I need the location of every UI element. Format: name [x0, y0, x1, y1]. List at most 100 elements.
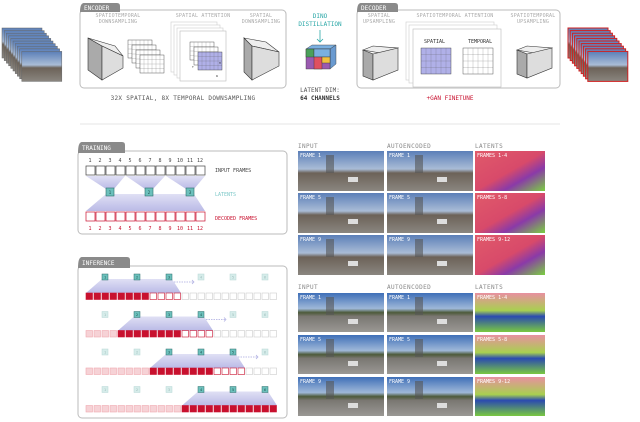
latent-box [133, 348, 141, 356]
input-frame-box [115, 165, 126, 176]
decoded-frame-box [253, 330, 261, 338]
frame-overlay-label: FRAME 5 [389, 195, 410, 201]
autoencoded-frame-image [387, 335, 473, 374]
decoded-frame-box [181, 330, 189, 338]
latent-box [261, 386, 269, 393]
frame-overlay-label: FRAMES 1-4 [477, 153, 507, 159]
decoder-stage3-label: SPATIOTEMPORAL [511, 13, 556, 19]
autoencoded-frame-image [387, 293, 473, 332]
latent-box [105, 187, 115, 197]
latent-box [165, 273, 173, 281]
input-frame-number: 7 [148, 158, 151, 164]
car-shape [348, 219, 358, 224]
decoded-frames-label: DECODED FRAMES [215, 216, 257, 222]
axis-w-label: W [216, 74, 218, 78]
decoded-frame-box [197, 292, 205, 300]
decoded-frame-box [181, 292, 189, 300]
decoded-frame-number: 5 [128, 226, 131, 232]
spatiotemporal-attention-block: SPATIAL TEMPORAL [405, 21, 502, 88]
decoded-frame-box [213, 330, 221, 338]
decoded-frame-box [197, 330, 205, 338]
input-frame-image [298, 335, 384, 374]
latent-box [229, 273, 237, 281]
building-shape [415, 339, 423, 357]
frame-overlay-label: FRAME 9 [300, 237, 321, 243]
decoded-frame-box [85, 405, 93, 413]
frame-overlay-label: FRAMES 9-12 [477, 379, 510, 385]
decoded-frame-box [125, 292, 133, 300]
car-shape [348, 403, 358, 408]
decoded-frame-box [145, 211, 156, 222]
latent-box [185, 187, 195, 197]
decoded-frame-box [229, 330, 237, 338]
decoded-frame-box [229, 405, 237, 413]
decoded-frame-box [189, 405, 197, 413]
autoencoded-frame-image [387, 151, 473, 191]
decoded-frame-box [205, 367, 213, 375]
decoded-frame-box [245, 292, 253, 300]
frame-overlay-label: FRAMES 1-4 [477, 295, 507, 301]
input-frame-number: 12 [197, 158, 203, 164]
decoded-frame-box [93, 367, 101, 375]
latent-box [229, 311, 237, 318]
latent-number: 4 [200, 351, 202, 355]
car-shape [437, 403, 447, 408]
building-shape [326, 339, 334, 357]
decoded-frame-box [157, 367, 165, 375]
latent-number: 5 [232, 276, 234, 280]
decoding-window [150, 354, 245, 368]
latent-number: 3 [168, 351, 170, 355]
frame-overlay-label: FRAMES 9-12 [477, 237, 510, 243]
latent-number: 4 [200, 313, 202, 317]
decoded-frame-number: 7 [148, 226, 151, 232]
latent-number: 1 [109, 190, 112, 195]
decoded-frame-box [157, 405, 165, 413]
axis-t-label: T [192, 65, 194, 69]
spatial-upsampling-block [361, 45, 400, 81]
decoded-frame-box [189, 330, 197, 338]
input-frame-number: 11 [187, 158, 193, 164]
input-frame-box [155, 165, 166, 176]
latent-cube [305, 44, 337, 70]
decoder-tab: DECODER [361, 5, 387, 12]
arrow-head-icon [191, 279, 195, 285]
decoded-frame-box [213, 292, 221, 300]
latent-box [133, 273, 141, 281]
latent-visualization [475, 335, 545, 374]
car-shape [437, 319, 447, 324]
input-frame-box [195, 165, 206, 176]
input-frame-box [185, 165, 196, 176]
decoded-frame-box [253, 367, 261, 375]
decoded-frame-box [141, 292, 149, 300]
decoded-frame-box [173, 330, 181, 338]
latent-number: 4 [200, 388, 202, 392]
decoded-frame-box [135, 211, 146, 222]
building-shape [415, 197, 423, 215]
frame-overlay-label: FRAME 1 [389, 153, 410, 159]
decoded-frame-box [155, 211, 166, 222]
input-frame-image [298, 235, 384, 275]
latent-number: 6 [264, 276, 266, 280]
autoencoded-frame-image [387, 235, 473, 275]
decoded-frame-box [85, 367, 93, 375]
spatial-attention-block: T H W [170, 21, 227, 82]
latent-number: 3 [189, 190, 192, 195]
decoded-frame-box [245, 405, 253, 413]
decoded-frame-box [181, 405, 189, 413]
input-frame-number: 5 [128, 158, 131, 164]
decoded-frame-box [237, 330, 245, 338]
decoded-frame-box [101, 405, 109, 413]
encoder-stage1-label: SPATIOTEMPORAL [96, 13, 141, 19]
frame-overlay-label: FRAME 5 [300, 195, 321, 201]
latent-box [229, 348, 237, 356]
decoded-frame-box [141, 330, 149, 338]
decoded-frame-box [109, 405, 117, 413]
decoded-frame-box [173, 292, 181, 300]
decoded-frame-box [189, 367, 197, 375]
decoded-frame-box [125, 211, 136, 222]
decoded-frame-box [105, 211, 116, 222]
building-shape [415, 155, 423, 173]
inference-tab: INFERENCE [82, 260, 115, 267]
